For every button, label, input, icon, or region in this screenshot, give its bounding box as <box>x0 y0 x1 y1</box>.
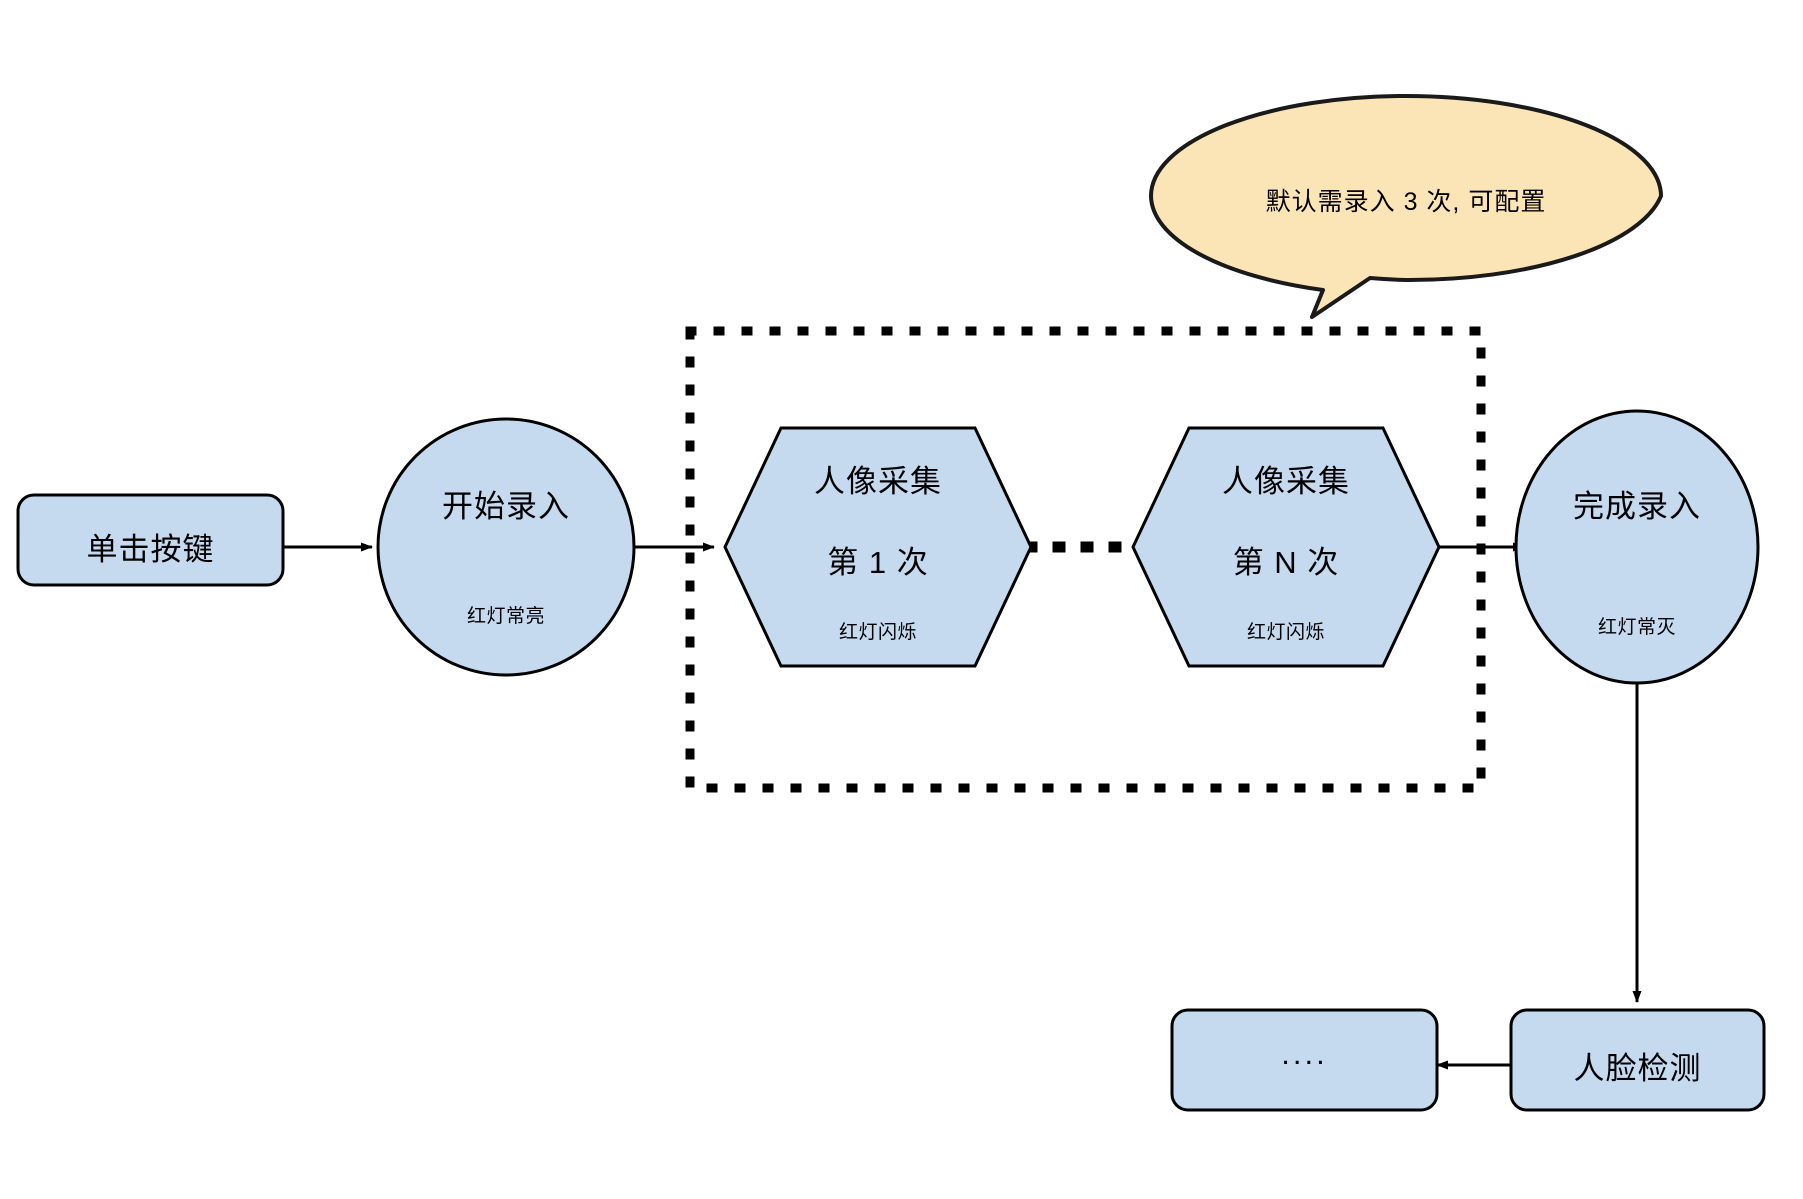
node-finish-enroll[interactable] <box>1514 409 1760 685</box>
node-click-button[interactable] <box>16 493 285 587</box>
node-start-enroll[interactable] <box>376 417 636 677</box>
node-more-steps[interactable] <box>1170 1008 1439 1112</box>
node-capture-nth[interactable] <box>1131 426 1441 668</box>
node-face-detect[interactable] <box>1509 1008 1766 1112</box>
node-capture-first[interactable] <box>723 426 1033 668</box>
callout-repeat-note <box>1149 94 1663 319</box>
capture-loop-group <box>685 326 1486 793</box>
